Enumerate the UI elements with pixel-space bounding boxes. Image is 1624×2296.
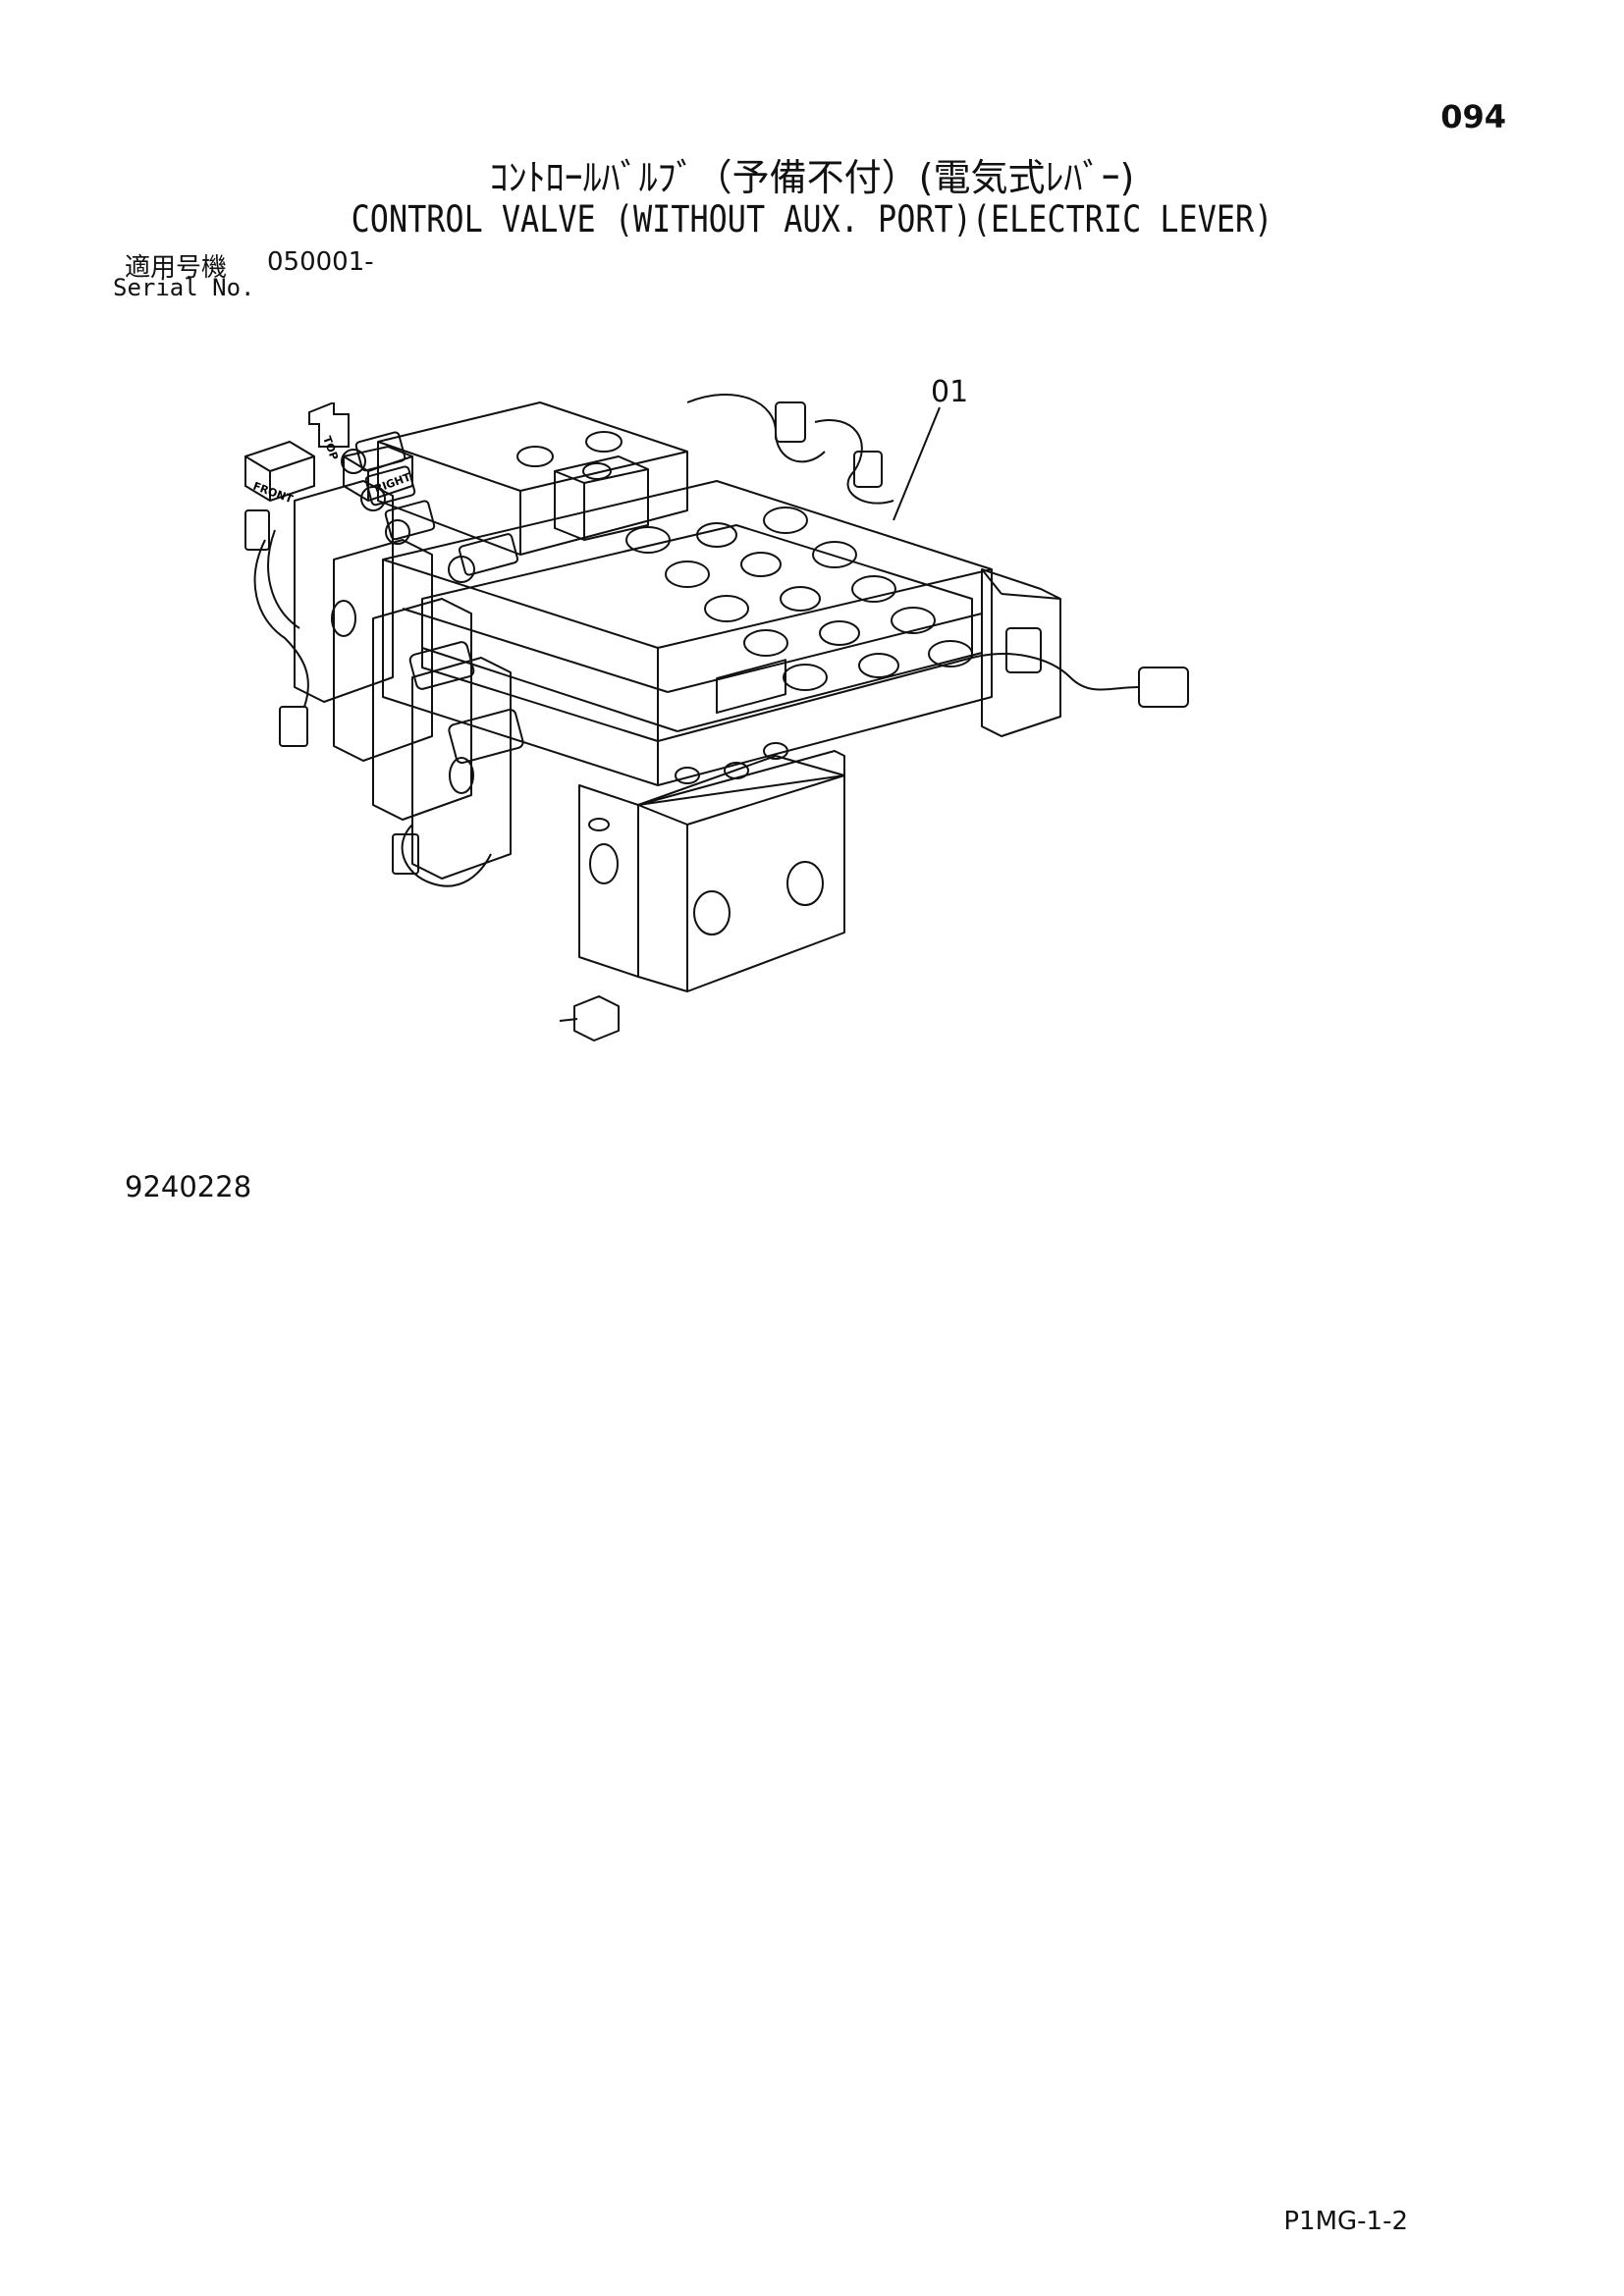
callout-label-01: 01 [931, 375, 969, 409]
figure-number: 9240228 [125, 1170, 252, 1203]
title-english: CONTROL VALVE (WITHOUT AUX. PORT)(ELECTR… [351, 198, 1273, 240]
ports [625, 507, 973, 691]
solenoids-lower [408, 533, 524, 765]
serial-label-english: Serial No. [113, 274, 255, 301]
page-number: 094 [1440, 98, 1506, 135]
serial-code: 050001- [267, 247, 374, 277]
solenoids-upper [341, 431, 436, 545]
control-valve-drawing [244, 394, 1189, 1041]
footer-code: P1MG-1-2 [1283, 2207, 1408, 2236]
serial-label-japanese: 適用号機 [125, 253, 228, 283]
callout-leader-line [893, 406, 941, 521]
title-japanese: ｺﾝﾄﾛｰﾙﾊﾞﾙﾌﾞ（予備不付）(電気式ﾚﾊﾞｰ) [489, 156, 1135, 199]
